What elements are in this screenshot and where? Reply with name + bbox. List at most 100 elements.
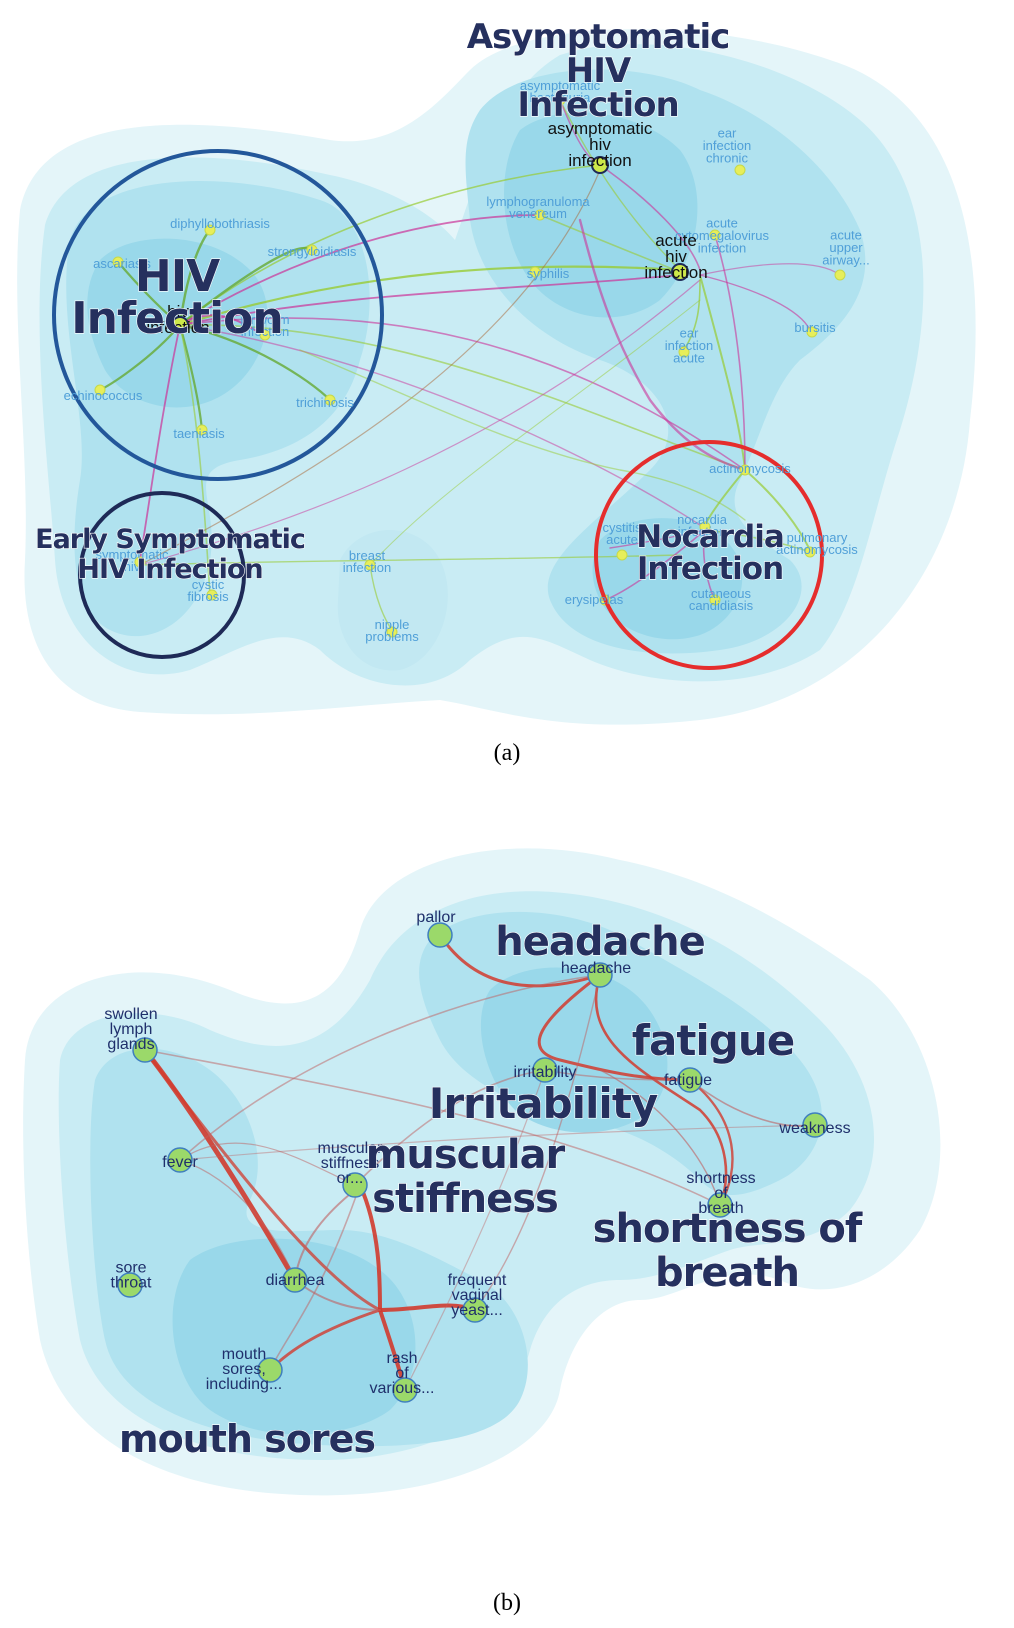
node-fatigue	[677, 1067, 703, 1093]
node-nipple	[386, 626, 398, 638]
node-label-diarrhea: diarrhea	[266, 1272, 325, 1289]
node-label-line: rash	[386, 1350, 417, 1367]
node-label-line: infection	[343, 560, 391, 575]
node-pinworm	[259, 329, 271, 341]
node-label-line: headache	[561, 960, 631, 977]
node-cystitis	[616, 549, 628, 561]
node-label-line: hiv	[167, 302, 189, 321]
node-fever	[167, 1147, 193, 1173]
caption-a: (a)	[493, 740, 521, 766]
node-label-bursitis: bursitis	[794, 320, 836, 335]
node-label-irritability: irritability	[513, 1064, 576, 1081]
node-label-line: asymptomatic	[520, 78, 601, 93]
node-asym-hiv	[591, 156, 609, 174]
node-sympt-hiv	[134, 556, 146, 568]
node-label-line: upper	[829, 240, 863, 255]
node-pallor	[427, 922, 453, 948]
node-label-line: cutaneous	[691, 586, 751, 601]
node-label-echino: echinococcus	[64, 388, 143, 403]
node-label-headache: headache	[561, 960, 631, 977]
cluster-label-line: shortness of	[593, 1206, 863, 1252]
node-label-line: infection	[568, 151, 631, 170]
node-label-line: infection	[146, 318, 209, 337]
cluster-label-line: headache	[495, 919, 705, 965]
node-label-line: fibrosis	[187, 589, 229, 604]
node-label-line: sores,	[222, 1361, 266, 1378]
node-label-line: bursitis	[794, 320, 836, 335]
node-label-taeniasis: taeniasis	[173, 426, 225, 441]
node-label-line: actinomycosis	[776, 542, 858, 557]
node-acute-upper	[834, 269, 846, 281]
node-label-line: of	[395, 1365, 409, 1382]
nodes	[117, 922, 828, 1403]
node-label-line: breast	[349, 548, 386, 563]
node-swollen	[132, 1037, 158, 1063]
node-echino	[94, 384, 106, 396]
node-label-line: yeast...	[451, 1302, 503, 1319]
node-label-line: lymphogranuloma	[486, 194, 590, 209]
node-label-line: airway...	[822, 252, 869, 267]
node-label-line: fatigue	[664, 1072, 712, 1089]
node-label-line: pallor	[416, 909, 456, 926]
cluster-label-line: Asymptomatic	[467, 17, 730, 57]
node-label-erysipelas: erysipelas	[565, 592, 624, 607]
node-diarrhea	[282, 1267, 308, 1293]
node-ear-chronic	[734, 164, 746, 176]
node-label-line: cytomegalovirus	[675, 228, 769, 243]
node-label-line: infection	[698, 240, 746, 255]
node-label-strongy: strongyloidiasis	[268, 244, 357, 259]
node-bursitis	[806, 326, 818, 338]
node-label-line: symptomatic	[96, 547, 169, 562]
node-label-line: infection	[644, 263, 707, 282]
cluster-label-line: muscular	[366, 1132, 566, 1178]
node-label-line: candidiasis	[689, 598, 754, 613]
node-sore	[117, 1272, 143, 1298]
node-headache	[587, 962, 613, 988]
node-label-line: acute	[655, 231, 697, 250]
node-label-line: acute	[673, 350, 705, 365]
node-pulm	[804, 546, 816, 558]
node-diphyllo	[204, 224, 216, 236]
node-label-line: ear	[718, 126, 737, 141]
node-label-line: asymptomatic	[548, 119, 653, 138]
cluster-label-line: HIV	[566, 51, 632, 91]
node-label-actino: actinomycosis	[709, 461, 791, 476]
node-label-line: bacteriuria	[530, 90, 591, 105]
node-label-line: strongyloidiasis	[268, 244, 357, 259]
node-label-line: frequent	[448, 1272, 507, 1289]
node-label-line: cystic	[192, 577, 225, 592]
cluster-label-line: Irritability	[429, 1079, 658, 1128]
cluster-label-fatigue: fatigue	[632, 1016, 795, 1065]
node-label-syphilis: syphilis	[527, 266, 570, 281]
node-label-trichi: trichinosis	[296, 395, 354, 410]
node-rash	[392, 1377, 418, 1403]
node-label-line: hiv	[665, 247, 687, 266]
cluster-label-line: HIV Infection	[77, 554, 262, 585]
cluster-label-headache: headache	[495, 919, 705, 965]
node-label-line: glands	[107, 1036, 154, 1053]
node-label-line: ascariasis	[93, 256, 151, 271]
node-hiv-inf	[171, 316, 189, 334]
